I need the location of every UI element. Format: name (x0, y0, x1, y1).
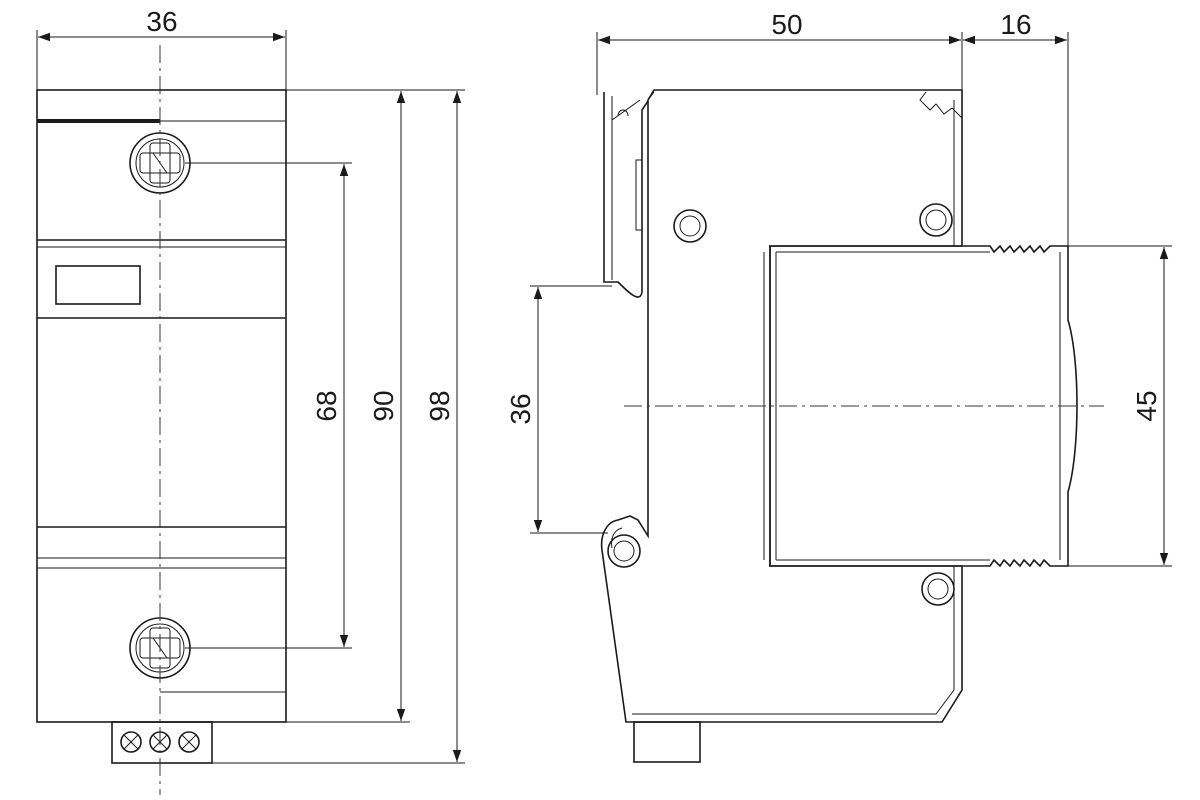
rivet-icon (607, 534, 641, 568)
side-view: 50 16 36 45 (505, 9, 1172, 763)
top-notch (919, 91, 963, 119)
rivet-icon (673, 209, 707, 243)
signal-screw-icon (120, 731, 142, 753)
signal-screw-icon (178, 731, 200, 753)
overall-height-label: 98 (424, 390, 455, 421)
body-height-label: 90 (368, 390, 399, 421)
depth-label: 50 (771, 9, 802, 40)
signal-terminal-block (111, 721, 213, 764)
extension-label: 16 (1000, 9, 1031, 40)
front-width-label: 36 (146, 6, 177, 37)
base-tab (633, 721, 701, 763)
front-view: 36 68 90 98 (36, 6, 465, 795)
rail-label: 36 (505, 393, 536, 424)
front-body-outline (36, 89, 287, 723)
module-label: 45 (1131, 390, 1162, 421)
rivet-icon (919, 203, 953, 237)
screw-pitch-label: 68 (311, 390, 342, 421)
din-rail-clip (603, 91, 655, 298)
rivet-icon (921, 572, 955, 606)
status-indicator-window (55, 265, 141, 305)
